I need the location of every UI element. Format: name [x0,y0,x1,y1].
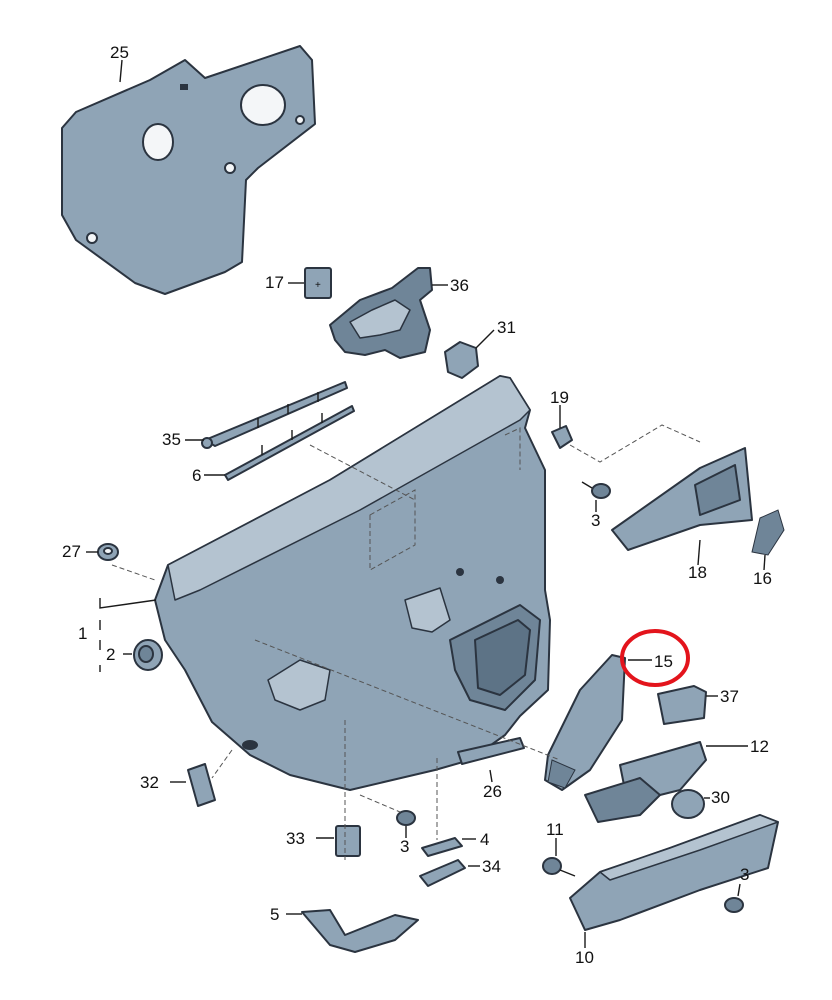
callout-34: 34 [482,857,501,876]
installation-lines [111,424,701,860]
part-3-screw-lower [396,810,416,826]
part-1-door-trim-panel [154,375,551,791]
callout-3-lower: 3 [400,837,409,856]
part-4-cover [421,837,463,857]
callout-31: 31 [497,318,516,337]
part-33-clip [335,825,361,857]
part-30-connector [671,789,705,819]
callout-32: 32 [140,773,159,792]
part-31-switch [444,341,479,379]
svg-text:+: + [315,280,321,291]
part-2-grommet [133,639,163,671]
part-16-speaker-grille [751,509,785,556]
callout-26: 26 [483,782,502,801]
part-6-trim-strip [224,405,355,481]
callout-5: 5 [270,905,279,924]
callout-4: 4 [480,830,489,849]
callout-25: 25 [110,43,129,62]
callout-19: 19 [550,388,569,407]
part-3-screw-right [724,897,744,913]
part-11-bolt [542,857,576,877]
part-15-cover [544,654,626,791]
callout-18: 18 [688,563,707,582]
part-35-trim-strip [201,381,348,449]
part-25-insulation-panel [61,45,316,295]
part-10-armrest [569,814,779,931]
part-3-screw-upper [581,481,611,499]
part-37-switch [657,685,707,725]
leader-lines [86,59,766,948]
part-27-clip [97,543,119,561]
callout-1: 1 [78,624,87,643]
switch-carrier [584,777,661,823]
callout-labels: 25 17 36 31 35 6 19 3 27 1 2 18 16 15 37… [62,43,772,967]
callout-16: 16 [753,569,772,588]
part-36-bracket [329,267,433,359]
callout-6: 6 [192,466,201,485]
part-5-lower-trim [301,909,419,953]
callout-27: 27 [62,542,81,561]
part-17-clip: + [304,267,332,299]
callout-2: 2 [106,645,115,664]
part-26-badge [457,737,525,765]
part-32-pull-cup [187,763,216,807]
callout-12: 12 [750,737,769,756]
part-19-clip [551,425,573,449]
callout-17: 17 [265,273,284,292]
part-18-handle-trim [611,447,753,551]
callout-30: 30 [711,788,730,807]
callout-3-upper: 3 [591,511,600,530]
highlight-circle [620,629,690,687]
part-34-bulb-holder [419,859,466,887]
callout-35: 35 [162,430,181,449]
callout-10: 10 [575,948,594,967]
callout-11: 11 [546,820,564,839]
callout-3-right: 3 [740,865,749,884]
callout-33: 33 [286,829,305,848]
callout-36: 36 [450,276,469,295]
callout-37: 37 [720,687,739,706]
callout-15: 15 [654,652,673,671]
